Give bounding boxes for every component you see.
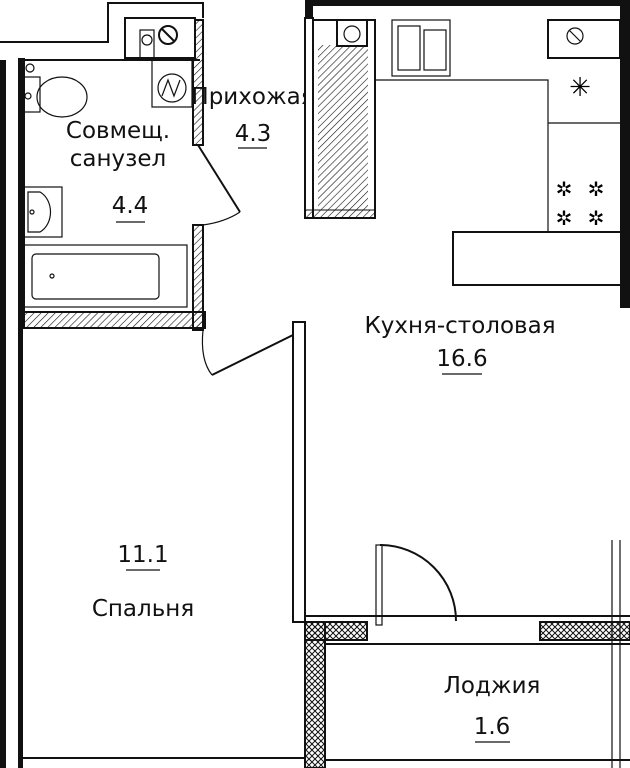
bedroom-name: Спальня [92,596,194,622]
electric-panel-icon [151,59,193,108]
partition-wall [292,321,306,623]
loggia-name: Лоджия [444,673,541,699]
kitchen: ✳ ✲ ✲ ✲ ✲ Кухня-столовая 16.6 [304,17,630,375]
kitchen-sink-icon [391,19,451,77]
loggia-area: 1.6 [474,714,511,740]
kitchen-island [452,231,630,286]
toilet-icon [21,63,88,118]
bathroom-name-line1: Совмещ. [66,118,170,144]
loggia: Лоджия 1.6 [304,540,630,768]
svg-text:✲: ✲ [588,177,605,201]
loggia-door[interactable] [375,544,457,626]
kitchen-name: Кухня-столовая [364,313,555,339]
bathroom: Совмещ. санузел 4.4 [19,17,241,331]
bedroom-door[interactable] [201,329,294,376]
hallway-name: Прихожая [191,84,314,110]
hallway-area: 4.3 [235,121,272,147]
riser-icon [139,25,178,59]
bathroom-area: 4.4 [112,193,149,219]
hallway: Прихожая 4.3 [191,84,315,149]
stove-icon: ✲ ✲ ✲ ✲ [556,177,605,230]
svg-text:✲: ✲ [588,206,605,230]
bathroom-door[interactable] [197,144,241,226]
bathroom-name-line2: санузел [70,146,166,172]
svg-text:✲: ✲ [556,177,573,201]
wardrobe-icon [318,45,368,210]
svg-text:✲: ✲ [556,206,573,230]
bedroom-area: 11.1 [117,542,168,568]
sink-icon [21,186,63,238]
kitchen-counter: ✳ ✲ ✲ ✲ ✲ [336,18,630,308]
fan-icon: ✳ [569,73,591,103]
bathtub-icon [21,244,188,308]
bedroom: 11.1 Спальня [20,542,305,759]
kitchen-area: 16.6 [436,346,487,372]
